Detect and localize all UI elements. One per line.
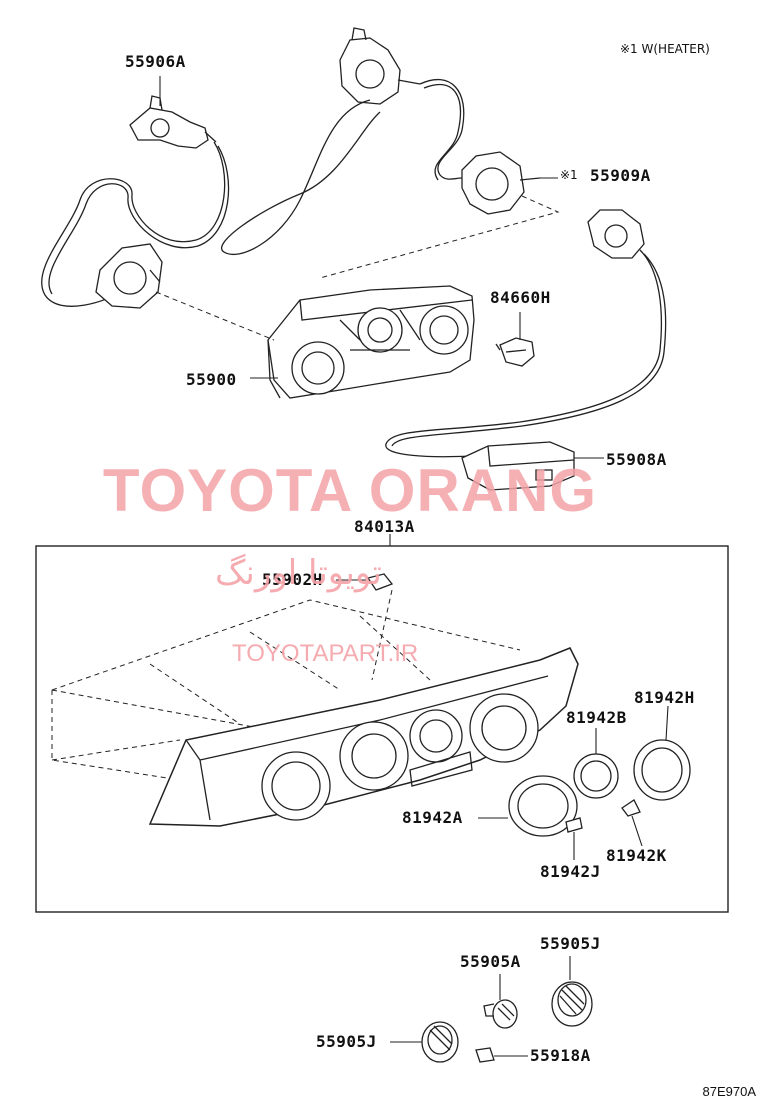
bracket-55908A — [461, 441, 575, 491]
label-55918A: 55918A — [530, 1046, 591, 1065]
heater-control-assembly — [267, 285, 475, 399]
heater-note: ※1 W(HEATER) — [620, 42, 710, 56]
label-55905J-bottom: 55905J — [316, 1032, 377, 1051]
label-81942H: 81942H — [634, 688, 695, 707]
watermark-main: TOYOTA ORANG — [102, 457, 598, 524]
cable-55908A — [385, 209, 667, 458]
label-55906A: 55906A — [125, 52, 186, 71]
label-55909A: 55909A — [590, 166, 651, 185]
label-81942J: 81942J — [540, 862, 601, 881]
cap-55918A — [475, 1047, 528, 1063]
frame-84013A — [35, 545, 729, 913]
label-55905A: 55905A — [460, 952, 521, 971]
ring-81942H — [633, 705, 691, 801]
knob-55905J-bottom — [390, 1021, 459, 1063]
ring-81942B — [573, 728, 619, 799]
ring-81942A — [478, 775, 578, 837]
label-81942B: 81942B — [566, 708, 627, 727]
tab-81942K — [621, 799, 643, 847]
watermark-url: TOYOTAPART.IR — [232, 640, 419, 667]
label-81942A: 81942A — [402, 808, 463, 827]
switch-84660H — [495, 337, 535, 367]
diagram-code: 87E970A — [702, 1084, 757, 1099]
label-55908A: 55908A — [606, 450, 667, 469]
label-55909A-mark: ※1 — [560, 168, 578, 182]
label-55905J-top: 55905J — [540, 934, 601, 953]
label-55900: 55900 — [186, 370, 237, 389]
label-81942K: 81942K — [606, 846, 667, 865]
tab-81942J — [565, 817, 583, 860]
cable-55909A — [221, 27, 541, 256]
watermark-persian: تویوتا اورنگ — [215, 553, 382, 593]
knob-55905J-top — [551, 956, 593, 1027]
label-84660H: 84660H — [490, 288, 551, 307]
leaders-upper — [159, 76, 604, 546]
guide-lines-upper — [155, 195, 560, 341]
control-panel-bezel — [148, 647, 579, 827]
knob-55905A — [483, 974, 518, 1029]
cable-55906A — [41, 95, 230, 309]
label-55902H: 55902H — [262, 570, 323, 589]
label-84013A: 84013A — [354, 517, 415, 536]
clip-55902H — [336, 573, 394, 591]
housing-dashed — [51, 589, 521, 781]
